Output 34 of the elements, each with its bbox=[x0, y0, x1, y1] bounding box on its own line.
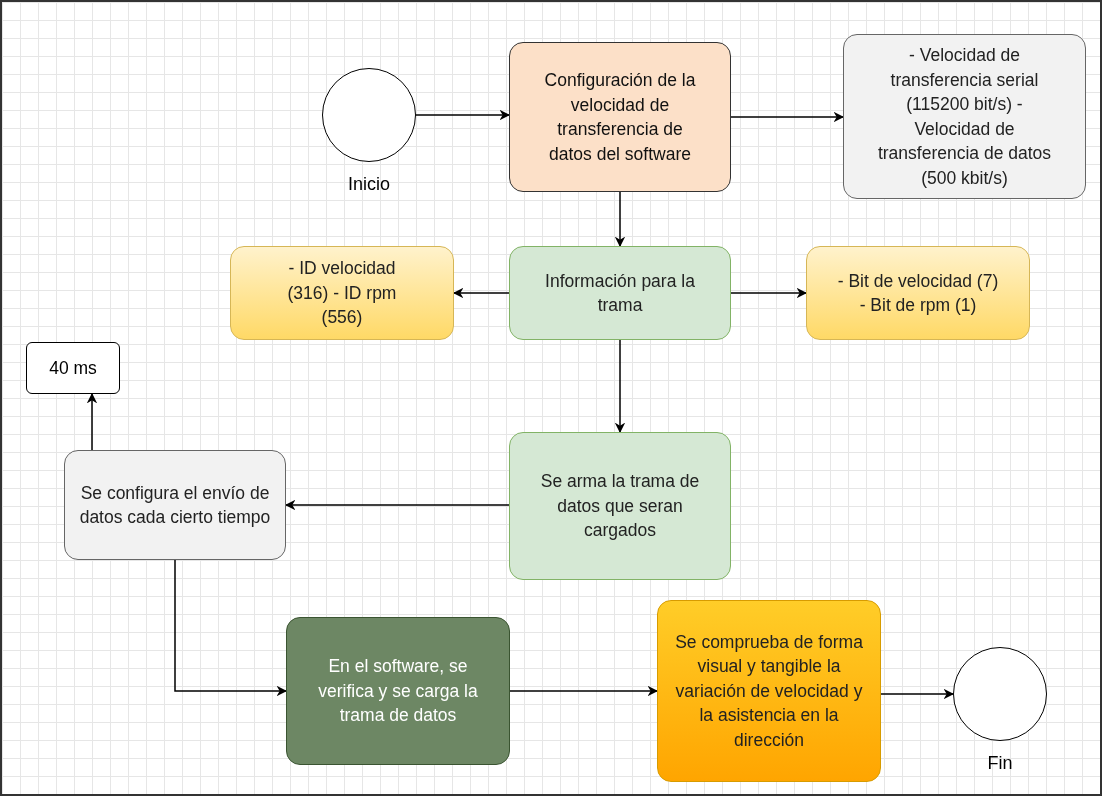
process-box bbox=[26, 342, 120, 394]
arrow bbox=[284, 499, 510, 511]
terminal-label: Inicio bbox=[348, 174, 390, 195]
arrow bbox=[730, 111, 845, 123]
arrow bbox=[614, 191, 626, 248]
process-box bbox=[64, 450, 286, 560]
box-text: 40 ms bbox=[49, 356, 97, 380]
arrow bbox=[452, 287, 510, 299]
process-box bbox=[509, 432, 731, 580]
process-box bbox=[806, 246, 1030, 340]
box-text: Información para la trama bbox=[544, 269, 696, 317]
process-box bbox=[286, 617, 510, 765]
process-box bbox=[230, 246, 454, 340]
arrow bbox=[509, 685, 659, 697]
arrow bbox=[614, 339, 626, 434]
arrow bbox=[730, 287, 808, 299]
arrow bbox=[174, 559, 288, 697]
arrow bbox=[880, 688, 955, 700]
process-box bbox=[509, 246, 731, 340]
box-text: - ID velocidad (316) - ID rpm (556) bbox=[286, 257, 398, 330]
process-box bbox=[843, 34, 1086, 199]
process-box bbox=[657, 600, 881, 782]
arrow bbox=[415, 109, 511, 121]
box-text: Configuración de la velocidad de transferencia de datos del software bbox=[543, 69, 697, 166]
terminal-circle bbox=[953, 647, 1047, 741]
box-text: En el software, se verifica y se carga la trama de datos bbox=[317, 655, 479, 728]
process-box bbox=[509, 42, 731, 192]
box-text: Se comprueba de forma visual y tangible la variación de velocidad y la asistencia en la dirección bbox=[674, 630, 864, 752]
terminal-label: Fin bbox=[987, 753, 1013, 774]
arrow bbox=[86, 392, 98, 451]
box-text: - Bit de velocidad (7) - Bit de rpm (1) bbox=[837, 269, 999, 317]
box-text: - Velocidad de transferencia serial (115200 bit/s) - Velocidad de transferencia de datos (500 kbit/s) bbox=[876, 44, 1053, 190]
box-text: Se configura el envío de datos cada cierto tiempo bbox=[78, 481, 272, 529]
box-text: Se arma la trama de datos que seran cargados bbox=[539, 470, 701, 543]
